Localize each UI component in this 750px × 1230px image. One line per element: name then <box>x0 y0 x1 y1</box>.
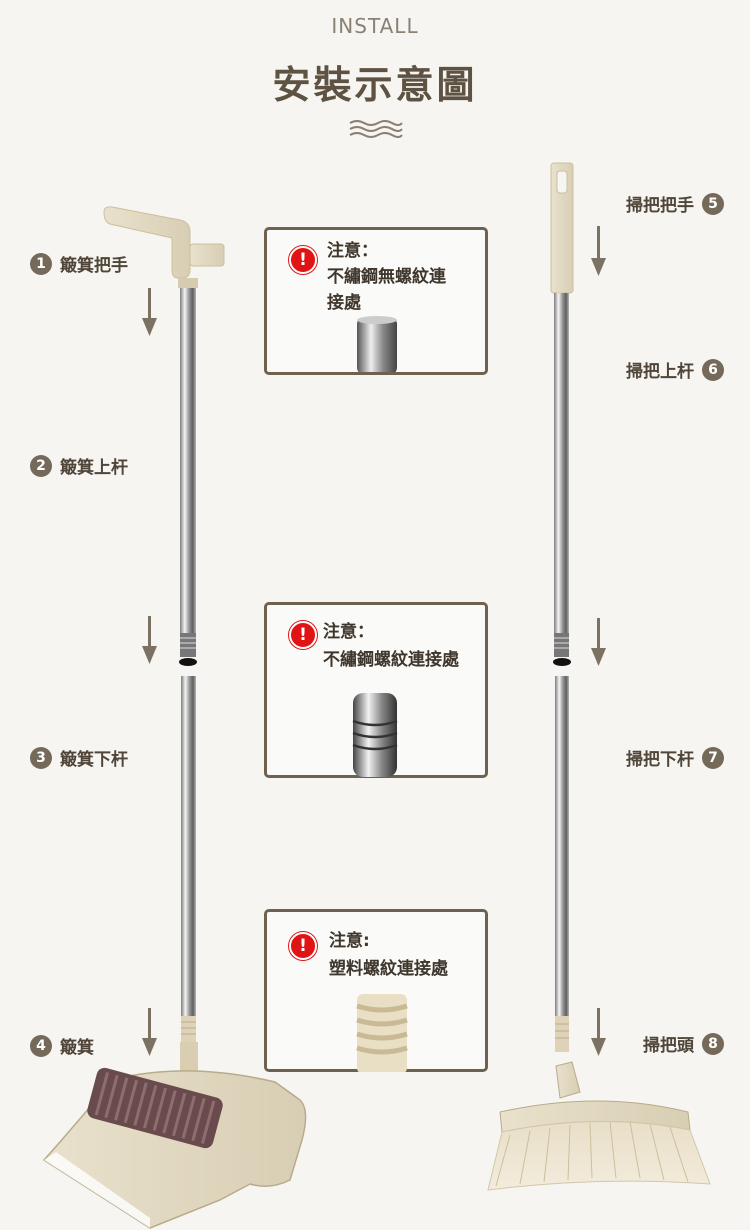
wave-divider-icon <box>349 120 403 138</box>
dustpan-icon <box>42 1042 307 1229</box>
step-number-badge: 2 <box>30 454 52 477</box>
note-title: 注意： <box>323 622 374 642</box>
plastic-thread-icon <box>356 994 408 1072</box>
label-text: 簸箕上杆 <box>60 458 128 478</box>
note-line: 不繡鋼無螺紋連 <box>327 267 446 287</box>
note-box-smooth-joint: ! 注意： 不繡鋼無螺紋連 接處 <box>264 227 488 375</box>
label-broom-handle: 掃把把手 5 <box>626 191 724 216</box>
note-title: 注意: <box>329 931 370 951</box>
dustpan-upper-pole-icon <box>180 288 196 633</box>
note-line: 接處 <box>327 293 361 313</box>
label-text: 簸箕下杆 <box>60 750 128 770</box>
note-title: 注意： <box>327 241 378 261</box>
page-title: 安裝示意圖 <box>272 63 478 107</box>
warning-icon: ! <box>289 246 317 274</box>
step-number-badge: 4 <box>30 1034 52 1057</box>
label-text: 掃把頭 <box>643 1036 694 1056</box>
steel-thread-icon <box>352 693 398 777</box>
step-number-badge: 5 <box>702 192 724 215</box>
smooth-pipe-icon <box>357 316 397 372</box>
step-number-badge: 3 <box>30 746 52 769</box>
note-box-steel-thread-joint: ! 注意： 不繡鋼螺紋連接處 <box>264 602 488 778</box>
dustpan-handle-icon <box>103 206 225 288</box>
broom-lower-pole-icon <box>555 676 569 1016</box>
label-broom-upper-pole: 掃把上杆 6 <box>626 357 724 382</box>
label-dustpan: 4 簸箕 <box>30 1033 94 1058</box>
warning-icon: ! <box>289 932 317 960</box>
note-box-plastic-thread-joint: ! 注意: 塑料螺紋連接處 <box>264 909 488 1072</box>
warning-icon: ! <box>289 621 317 649</box>
label-text: 簸箕把手 <box>60 256 128 276</box>
label-dustpan-upper-pole: 2 簸箕上杆 <box>30 453 128 478</box>
label-broom-head: 掃把頭 8 <box>643 1031 724 1056</box>
broom-head-icon <box>487 1061 711 1191</box>
label-text: 掃把把手 <box>626 196 694 216</box>
note-line: 塑料螺紋連接處 <box>329 959 448 979</box>
dustpan-lower-pole-icon <box>181 676 196 1016</box>
label-text: 簸箕 <box>60 1038 94 1058</box>
label-dustpan-handle: 1 簸箕把手 <box>30 251 128 276</box>
step-number-badge: 6 <box>702 358 724 381</box>
broom-upper-pole-icon <box>554 293 569 633</box>
step-number-badge: 1 <box>30 252 52 275</box>
label-text: 掃把下杆 <box>626 750 694 770</box>
arrow-down-icon <box>142 226 606 1056</box>
header-subtitle: INSTALL <box>331 14 419 38</box>
step-number-badge: 8 <box>702 1032 724 1055</box>
step-number-badge: 7 <box>702 746 724 769</box>
broom-handle-icon <box>550 162 574 294</box>
label-broom-lower-pole: 掃把下杆 7 <box>626 745 724 770</box>
note-line: 不繡鋼螺紋連接處 <box>323 650 459 670</box>
label-dustpan-lower-pole: 3 簸箕下杆 <box>30 745 128 770</box>
label-text: 掃把上杆 <box>626 362 694 382</box>
